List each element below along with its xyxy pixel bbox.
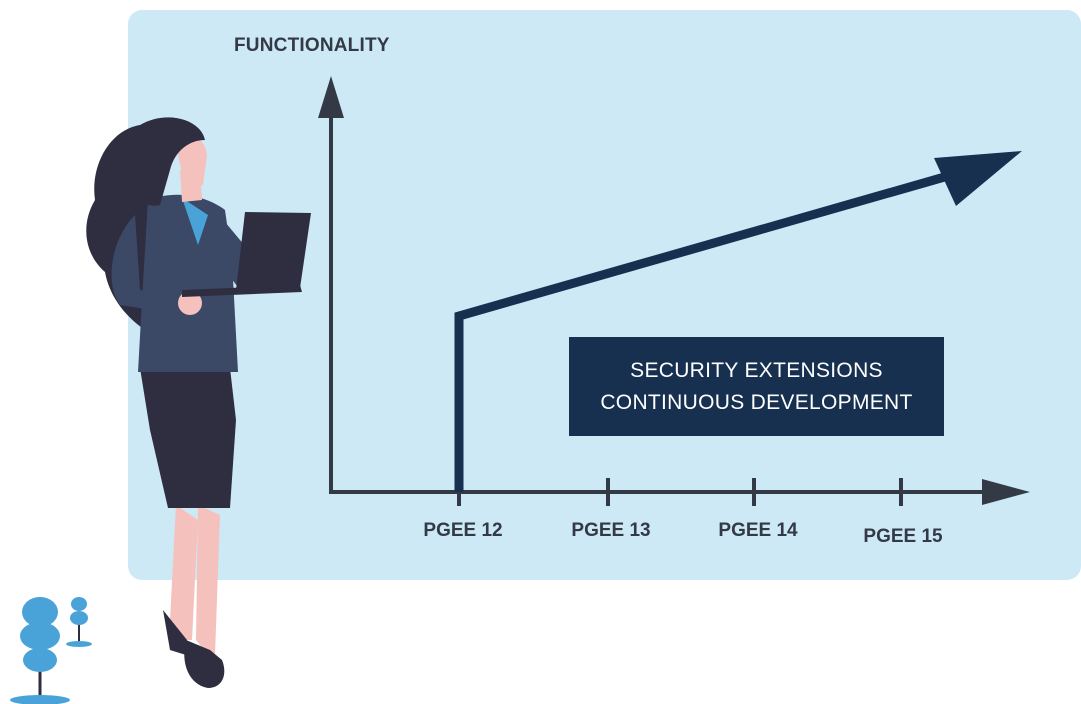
diagram-background-panel xyxy=(128,10,1081,580)
plant-large xyxy=(10,597,70,704)
callout-line-1: SECURITY EXTENSIONS xyxy=(630,358,883,382)
y-axis xyxy=(318,76,344,492)
woman-illustration xyxy=(86,117,311,688)
callout-line-2: CONTINUOUS DEVELOPMENT xyxy=(600,390,913,414)
y-axis-arrowhead xyxy=(318,76,344,118)
x-axis-arrowhead xyxy=(982,479,1030,505)
x-tick-label-pgee-14: PGEE 14 xyxy=(718,520,798,541)
plant-small xyxy=(66,597,92,647)
x-tick-label-pgee-12: PGEE 12 xyxy=(423,520,503,541)
y-axis-title: FUNCTIONALITY xyxy=(234,35,390,56)
callout-box: SECURITY EXTENSIONS CONTINUOUS DEVELOPME… xyxy=(569,337,944,436)
x-tick-label-pgee-15: PGEE 15 xyxy=(863,526,943,547)
x-axis xyxy=(329,478,1030,506)
trend-arrowhead xyxy=(934,151,1022,206)
x-tick-label-pgee-13: PGEE 13 xyxy=(571,520,651,541)
trend-arrow xyxy=(454,151,1022,492)
